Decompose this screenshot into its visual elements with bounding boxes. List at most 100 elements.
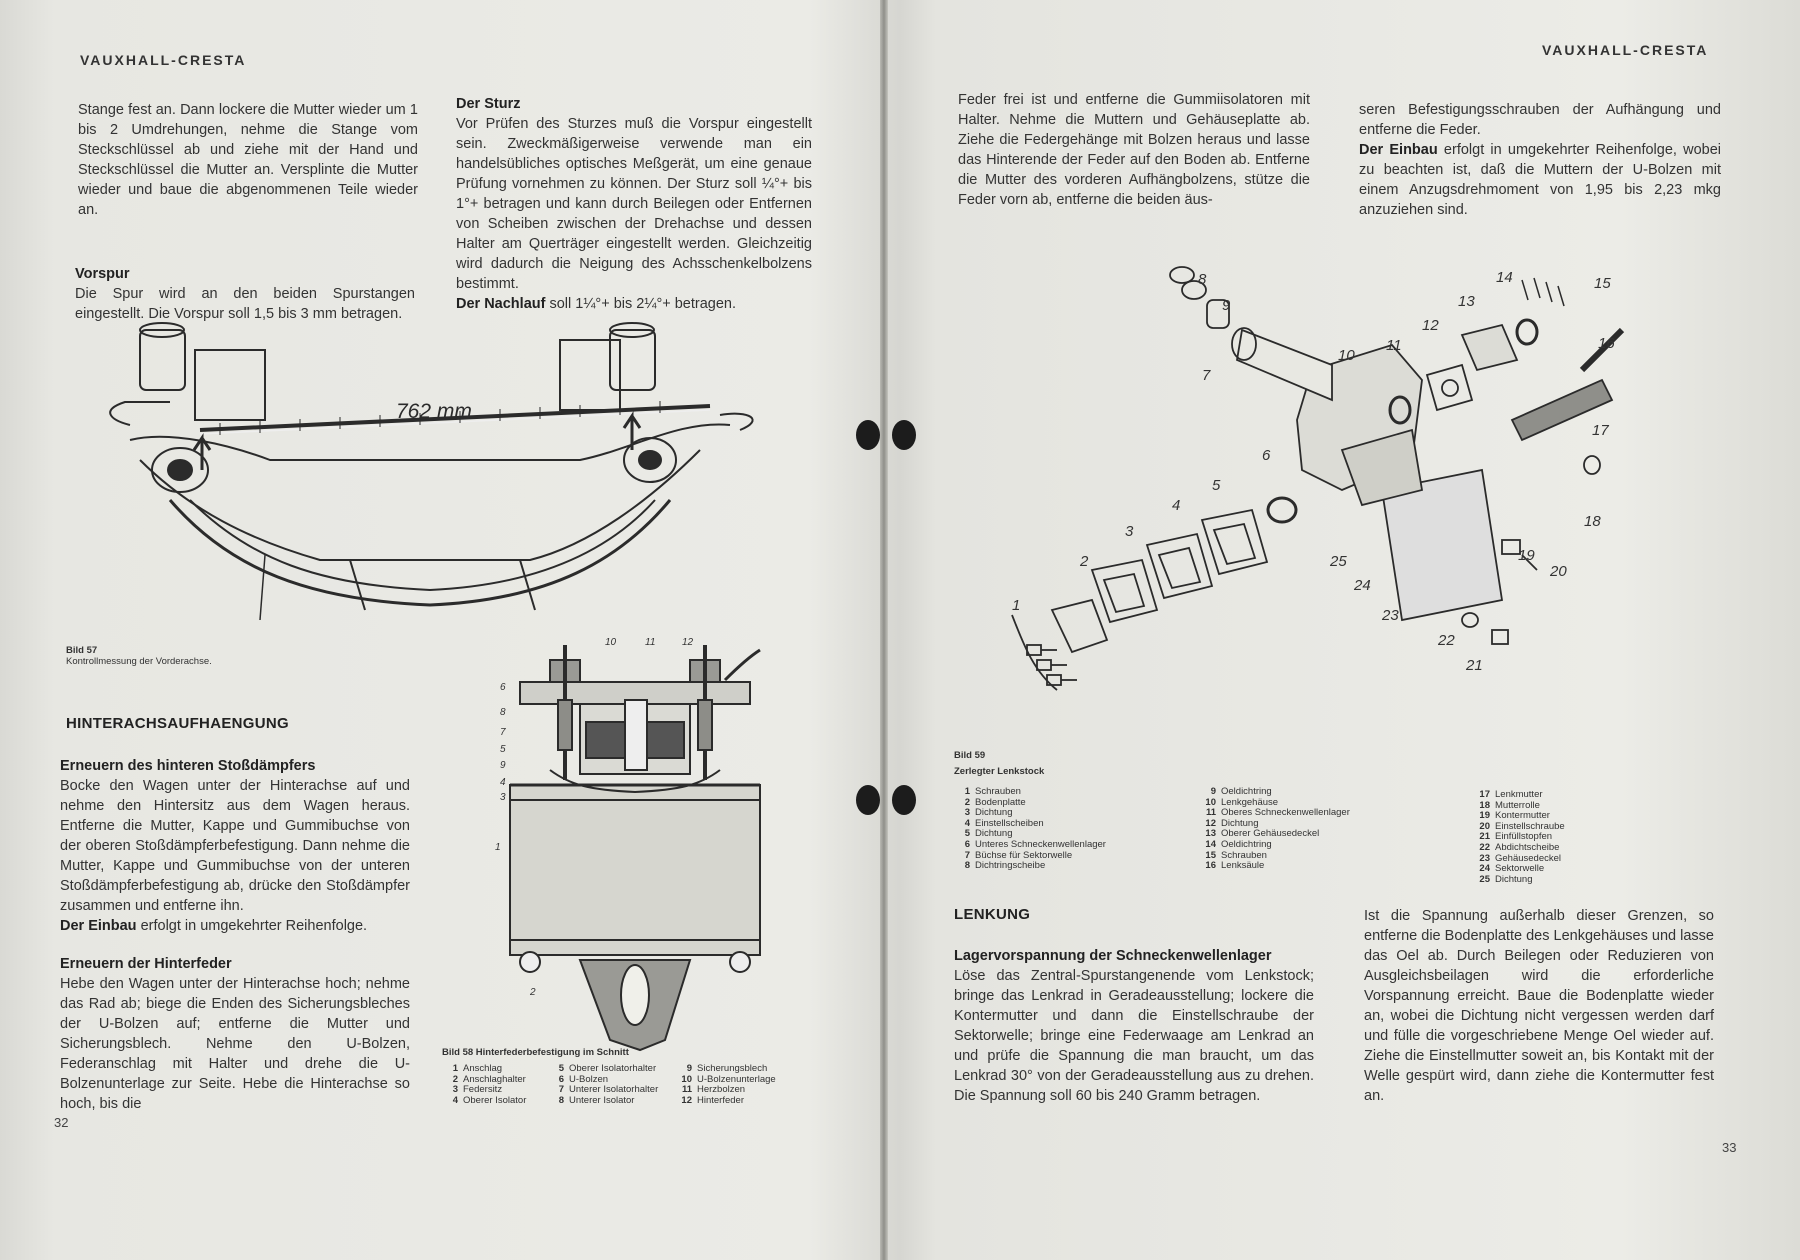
- svg-text:2: 2: [529, 987, 536, 998]
- svg-text:8: 8: [1198, 271, 1207, 288]
- svg-text:16: 16: [1598, 335, 1615, 352]
- svg-text:25: 25: [1329, 553, 1347, 570]
- fig58-caption: Bild 58 Hinterfederbefestigung im Schnit…: [442, 1047, 629, 1058]
- svg-text:19: 19: [1518, 547, 1535, 564]
- svg-text:5: 5: [1212, 477, 1221, 494]
- svg-text:13: 13: [1458, 293, 1475, 310]
- svg-text:4: 4: [500, 777, 506, 788]
- svg-text:5: 5: [500, 744, 506, 755]
- figure-57-front-axle: 762 mm: [109, 322, 754, 621]
- svg-text:10: 10: [1338, 347, 1355, 364]
- svg-text:15: 15: [1594, 275, 1611, 292]
- left-page-number: 32: [54, 1115, 69, 1130]
- binding-hole: [892, 420, 916, 450]
- svg-text:20: 20: [1549, 563, 1567, 580]
- nachlauf-label: Der Nachlauf: [456, 296, 546, 312]
- einbau-label-right: Der Einbau: [1359, 142, 1438, 158]
- svg-text:1: 1: [495, 842, 501, 853]
- nachlauf-text: soll 1¼°+ bis 2¼°+ betragen.: [549, 296, 737, 312]
- svg-text:10: 10: [605, 637, 617, 648]
- hinterfeder-block: Erneuern der Hinterfeder Hebe den Wagen …: [60, 954, 410, 1114]
- svg-text:9: 9: [500, 760, 506, 771]
- spannung-text: Ist die Spannung außerhalb dieser Grenze…: [1364, 908, 1714, 1104]
- svg-text:3: 3: [1125, 523, 1134, 540]
- right-page: VAUXHALL-CRESTA Feder frei ist und entfe…: [886, 0, 1800, 1260]
- lager-heading: Lagervorspannung der Schneckenwellenlage…: [954, 948, 1272, 964]
- svg-text:6: 6: [1262, 447, 1271, 464]
- sturz-text: Vor Prüfen des Sturzes muß die Vorspur e…: [456, 116, 812, 292]
- svg-text:18: 18: [1584, 513, 1601, 530]
- svg-text:11: 11: [645, 637, 655, 648]
- stossdaempfer-heading: Erneuern des hinteren Stoßdämpfers: [60, 758, 316, 774]
- svg-text:7: 7: [500, 727, 506, 738]
- stossdaempfer-block: Erneuern des hinteren Stoßdämpfers Bocke…: [60, 756, 410, 936]
- einbau-label-left: Der Einbau: [60, 918, 137, 934]
- binding-hole: [892, 785, 916, 815]
- binding-hole: [856, 420, 880, 450]
- svg-text:6: 6: [500, 682, 506, 693]
- fig57-title: Bild 57: [66, 645, 98, 656]
- einbau-text-left: erfolgt in umgekehrter Reihenfolge.: [140, 918, 368, 934]
- sturz-heading: Der Sturz: [456, 96, 521, 112]
- svg-text:22: 22: [1437, 632, 1455, 649]
- hinterfeder-heading: Erneuern der Hinterfeder: [60, 956, 232, 972]
- svg-text:2: 2: [1079, 553, 1089, 570]
- svg-text:11: 11: [1386, 337, 1402, 354]
- svg-text:1: 1: [1012, 597, 1020, 614]
- svg-text:12: 12: [682, 637, 694, 648]
- sturz-block: Der Sturz Vor Prüfen des Sturzes muß die…: [456, 94, 812, 314]
- right-page-number: 33: [1722, 1140, 1737, 1155]
- svg-text:7: 7: [1202, 367, 1211, 384]
- svg-text:3: 3: [500, 792, 506, 803]
- section-heading-hinterachse: HINTERACHSAUFHAENGUNG: [66, 715, 289, 732]
- left-col1-top: Stange fest an. Dann lockere die Mutter …: [78, 100, 418, 220]
- stossdaempfer-text: Bocke den Wagen unter der Hinterachse au…: [60, 778, 410, 914]
- svg-text:4: 4: [1172, 497, 1180, 514]
- fig59-title: Bild 59: [954, 750, 986, 761]
- svg-text:12: 12: [1422, 317, 1439, 334]
- left-page-header: VAUXHALL-CRESTA: [80, 52, 247, 68]
- svg-text:17: 17: [1592, 422, 1609, 439]
- vorspur-block: Vorspur Die Spur wird an den beiden Spur…: [75, 264, 415, 324]
- fig58-caption-text: Bild 58 Hinterfederbefestigung im Schnit…: [442, 1047, 629, 1058]
- fig59-caption: Bild 59 Zerlegter Lenkstock: [954, 750, 1044, 777]
- einbau-text-right: erfolgt in umgekehrter Reihenfolge, wobe…: [1359, 142, 1722, 218]
- left-page: VAUXHALL-CRESTA Stange fest an. Dann loc…: [0, 0, 884, 1260]
- fig57-caption: Bild 57 Kontrollmessung der Vorderachse.: [66, 645, 212, 667]
- hinterfeder-text: Hebe den Wagen unter der Hinterachse hoc…: [60, 976, 410, 1112]
- intro-paragraph: Stange fest an. Dann lockere die Mutter …: [78, 102, 418, 218]
